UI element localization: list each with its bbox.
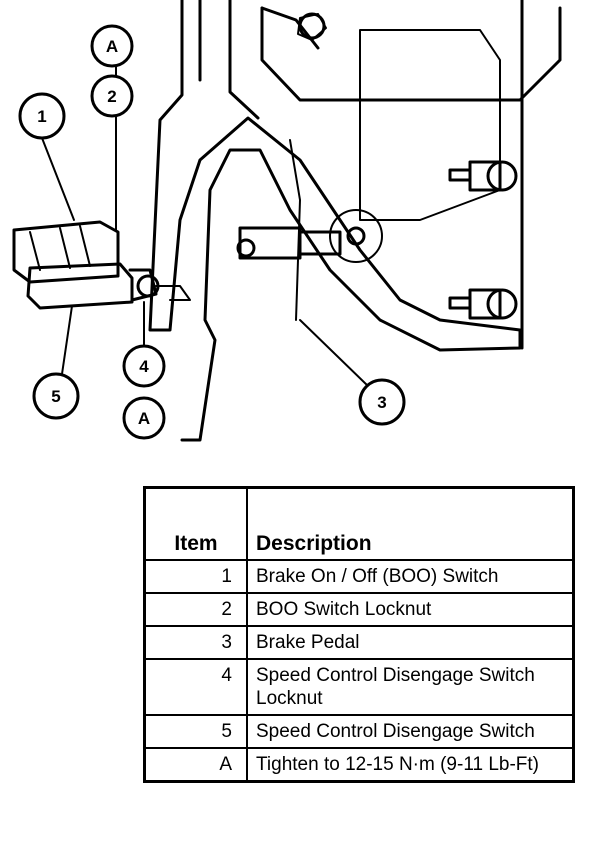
callout-1: 1 [18, 92, 66, 140]
item-cell: 5 [143, 714, 248, 749]
description-cell: Brake Pedal [246, 625, 575, 660]
pedal-bracket-outline [260, 6, 562, 102]
brake-pedal-diagram: A 2 1 5 4 A 3 [12, 0, 562, 442]
callout-a-top: A [90, 24, 134, 68]
svg-text:3: 3 [377, 393, 386, 412]
description-cell: Brake On / Off (BOO) Switch [246, 559, 575, 594]
table-row: 4 Speed Control Disengage Switch Locknut [143, 658, 575, 716]
description-cell: Tighten to 12-15 N·m (9-11 Lb-Ft) [246, 747, 575, 783]
table-row: 1 Brake On / Off (BOO) Switch [143, 559, 575, 594]
description-cell: Speed Control Disengage Switch Locknut [246, 658, 575, 716]
callout-4: 4 [122, 344, 166, 388]
pushrod-clevis [238, 226, 342, 260]
svg-text:5: 5 [51, 387, 60, 406]
table-row: 2 BOO Switch Locknut [143, 592, 575, 627]
svg-text:A: A [106, 37, 118, 56]
item-cell: 3 [143, 625, 248, 660]
description-cell: BOO Switch Locknut [246, 592, 575, 627]
brake-pedal-arm [148, 0, 522, 442]
callout-3: 3 [358, 378, 406, 426]
item-cell: 2 [143, 592, 248, 627]
item-cell: 4 [143, 658, 248, 716]
legend-header-row: Item Description [143, 486, 575, 561]
item-column-header: Item [143, 486, 248, 561]
table-row: A Tighten to 12-15 N·m (9-11 Lb-Ft) [143, 747, 575, 783]
table-row: 5 Speed Control Disengage Switch [143, 714, 575, 749]
boo-switch-body [12, 220, 120, 284]
description-cell: Speed Control Disengage Switch [246, 714, 575, 749]
item-cell: A [143, 747, 248, 783]
description-column-header: Description [246, 486, 575, 561]
callout-5: 5 [32, 372, 80, 420]
callout-2: 2 [90, 74, 134, 118]
table-row: 3 Brake Pedal [143, 625, 575, 660]
svg-text:A: A [138, 409, 150, 428]
svg-text:4: 4 [139, 357, 149, 376]
svg-text:1: 1 [37, 107, 46, 126]
item-cell: 1 [143, 559, 248, 594]
svg-text:2: 2 [107, 87, 116, 106]
callout-a-bottom: A [122, 396, 166, 440]
legend-table: Item Description 1 Brake On / Off (BOO) … [143, 486, 575, 783]
speed-control-switch-body [26, 262, 134, 310]
